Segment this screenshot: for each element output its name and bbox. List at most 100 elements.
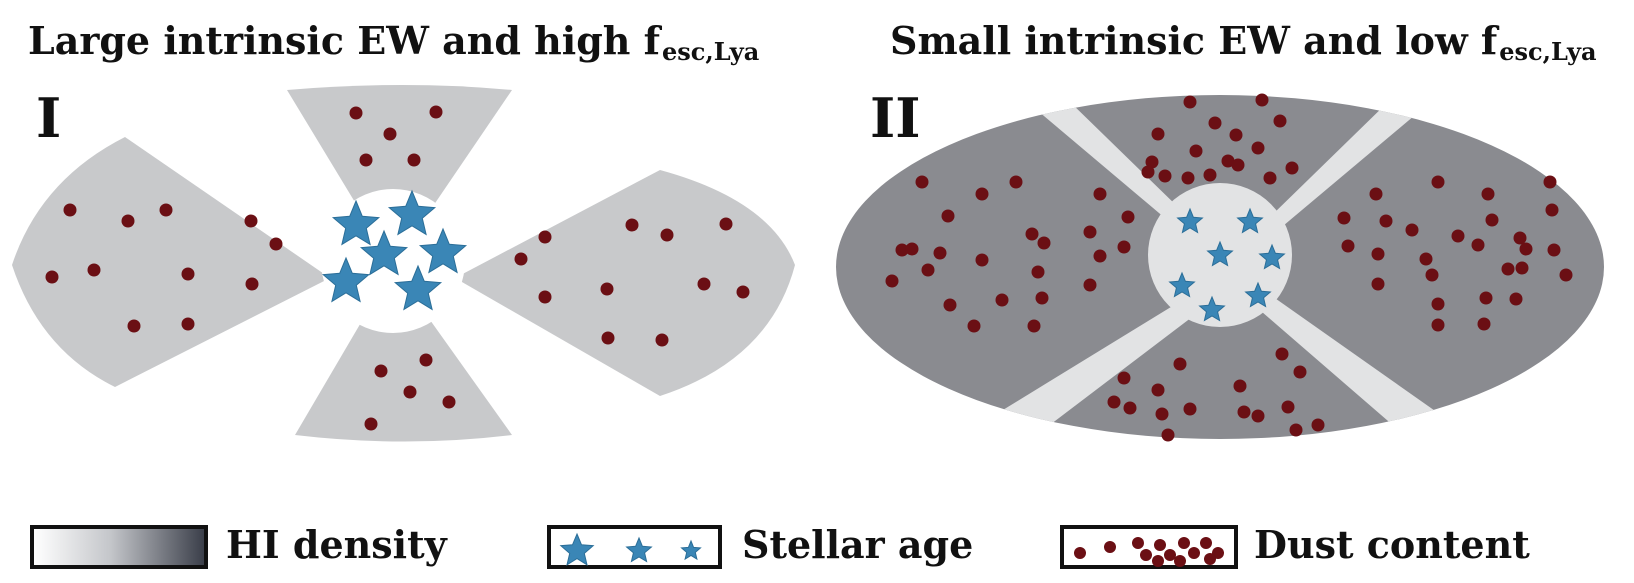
dust-particle: [1161, 428, 1175, 442]
dust-particle: [943, 298, 957, 312]
dust-particle: [1145, 155, 1159, 169]
star-cluster-left: [321, 189, 468, 311]
dust-particle: [1547, 243, 1561, 257]
star-cluster-right: [1168, 207, 1286, 322]
star-icon: [387, 189, 437, 236]
dust-particle: [1025, 227, 1039, 241]
dust-particle: [921, 263, 935, 277]
star-icon: [1168, 271, 1196, 298]
legend-dust-dot: [1200, 537, 1212, 549]
dust-particle: [1543, 175, 1557, 189]
dust-particle: [895, 243, 909, 257]
dust-group-left: [45, 105, 750, 431]
dust-particle: [1237, 405, 1251, 419]
dust-particle: [269, 237, 283, 251]
dust-particle: [1431, 318, 1445, 332]
channel-sw: [980, 280, 1225, 439]
panel-right-label: II: [870, 86, 921, 150]
dust-particle: [1293, 365, 1307, 379]
dust-particle: [660, 228, 674, 242]
panel-right-title-main: Small intrinsic EW and low f: [890, 18, 1498, 63]
dust-particle: [374, 364, 388, 378]
dust-particle: [1181, 171, 1195, 185]
dust-particle: [1371, 277, 1385, 291]
dust-particle: [625, 218, 639, 232]
legend-dust-dot: [1188, 547, 1200, 559]
dust-particle: [383, 127, 397, 141]
dust-particle: [601, 331, 615, 345]
dust-particle: [1371, 247, 1385, 261]
legend-dust-dot: [1152, 555, 1164, 567]
dust-particle: [1151, 127, 1165, 141]
star-icon: [359, 229, 409, 276]
dust-particle: [1251, 141, 1265, 155]
dust-particle: [349, 106, 363, 120]
channel-se: [1225, 270, 1448, 439]
dust-particle: [514, 252, 528, 266]
dust-particle: [63, 203, 77, 217]
dust-particle: [1221, 154, 1235, 168]
dust-particle: [1189, 144, 1203, 158]
dust-particle: [1311, 418, 1325, 432]
dust-particle: [933, 246, 947, 260]
legend-star-large-icon: [559, 532, 595, 566]
legend-dust-dot: [1104, 541, 1116, 553]
dust-particle: [719, 217, 733, 231]
dust-particle: [181, 317, 195, 331]
dust-particle: [1405, 223, 1419, 237]
gas-lobe-left-south: [295, 268, 512, 442]
dust-particle: [1289, 423, 1303, 437]
dust-particle: [1431, 175, 1445, 189]
dust-particle: [87, 263, 101, 277]
star-icon: [1244, 281, 1272, 308]
dust-particle: [885, 274, 899, 288]
dust-particle: [1479, 291, 1493, 305]
dust-particle: [45, 270, 59, 284]
legend-star-medium-icon: [625, 536, 653, 563]
gas-lobe-left-west: [12, 137, 330, 387]
dust-particle: [1285, 161, 1299, 175]
dust-particle: [1117, 371, 1131, 385]
dust-particle: [1545, 203, 1559, 217]
dust-particle: [1419, 252, 1433, 266]
dust-particle: [1425, 268, 1439, 282]
dust-particle: [181, 267, 195, 281]
dust-particle: [1233, 379, 1247, 393]
dust-particle: [975, 187, 989, 201]
dust-particle: [1513, 231, 1527, 245]
dust-particle: [442, 395, 456, 409]
panel-left-title: Large intrinsic EW and high fesc,Lya: [28, 18, 759, 66]
dust-particle: [1009, 175, 1023, 189]
star-icon: [331, 199, 381, 246]
dust-particle: [429, 105, 443, 119]
dust-particle: [1369, 187, 1383, 201]
dust-particle: [975, 253, 989, 267]
dust-particle: [1477, 317, 1491, 331]
legend-dust-content-swatch: [1060, 525, 1238, 569]
dust-particle: [1158, 169, 1172, 183]
dust-particle: [655, 333, 669, 347]
dust-particle: [1183, 95, 1197, 109]
ionized-channels: [980, 100, 1448, 439]
dust-particle: [1203, 168, 1217, 182]
dust-particle: [1031, 265, 1045, 279]
dust-particle: [1471, 238, 1485, 252]
dust-particle: [364, 417, 378, 431]
dust-particle: [1431, 297, 1445, 311]
dust-particle: [1123, 401, 1137, 415]
gas-lobes-left: [12, 85, 795, 442]
dust-particle: [941, 209, 955, 223]
dust-particle: [1117, 240, 1131, 254]
legend-stars: [559, 532, 702, 566]
dust-particle: [121, 214, 135, 228]
star-icon: [393, 264, 443, 311]
panel-left-label: I: [36, 86, 62, 150]
dust-particle: [1141, 165, 1155, 179]
dust-particle: [1173, 357, 1187, 371]
dust-particle: [1337, 211, 1351, 225]
dust-particle: [995, 293, 1009, 307]
dust-particle: [1263, 171, 1277, 185]
dust-particle: [1481, 187, 1495, 201]
dust-particle: [419, 353, 433, 367]
